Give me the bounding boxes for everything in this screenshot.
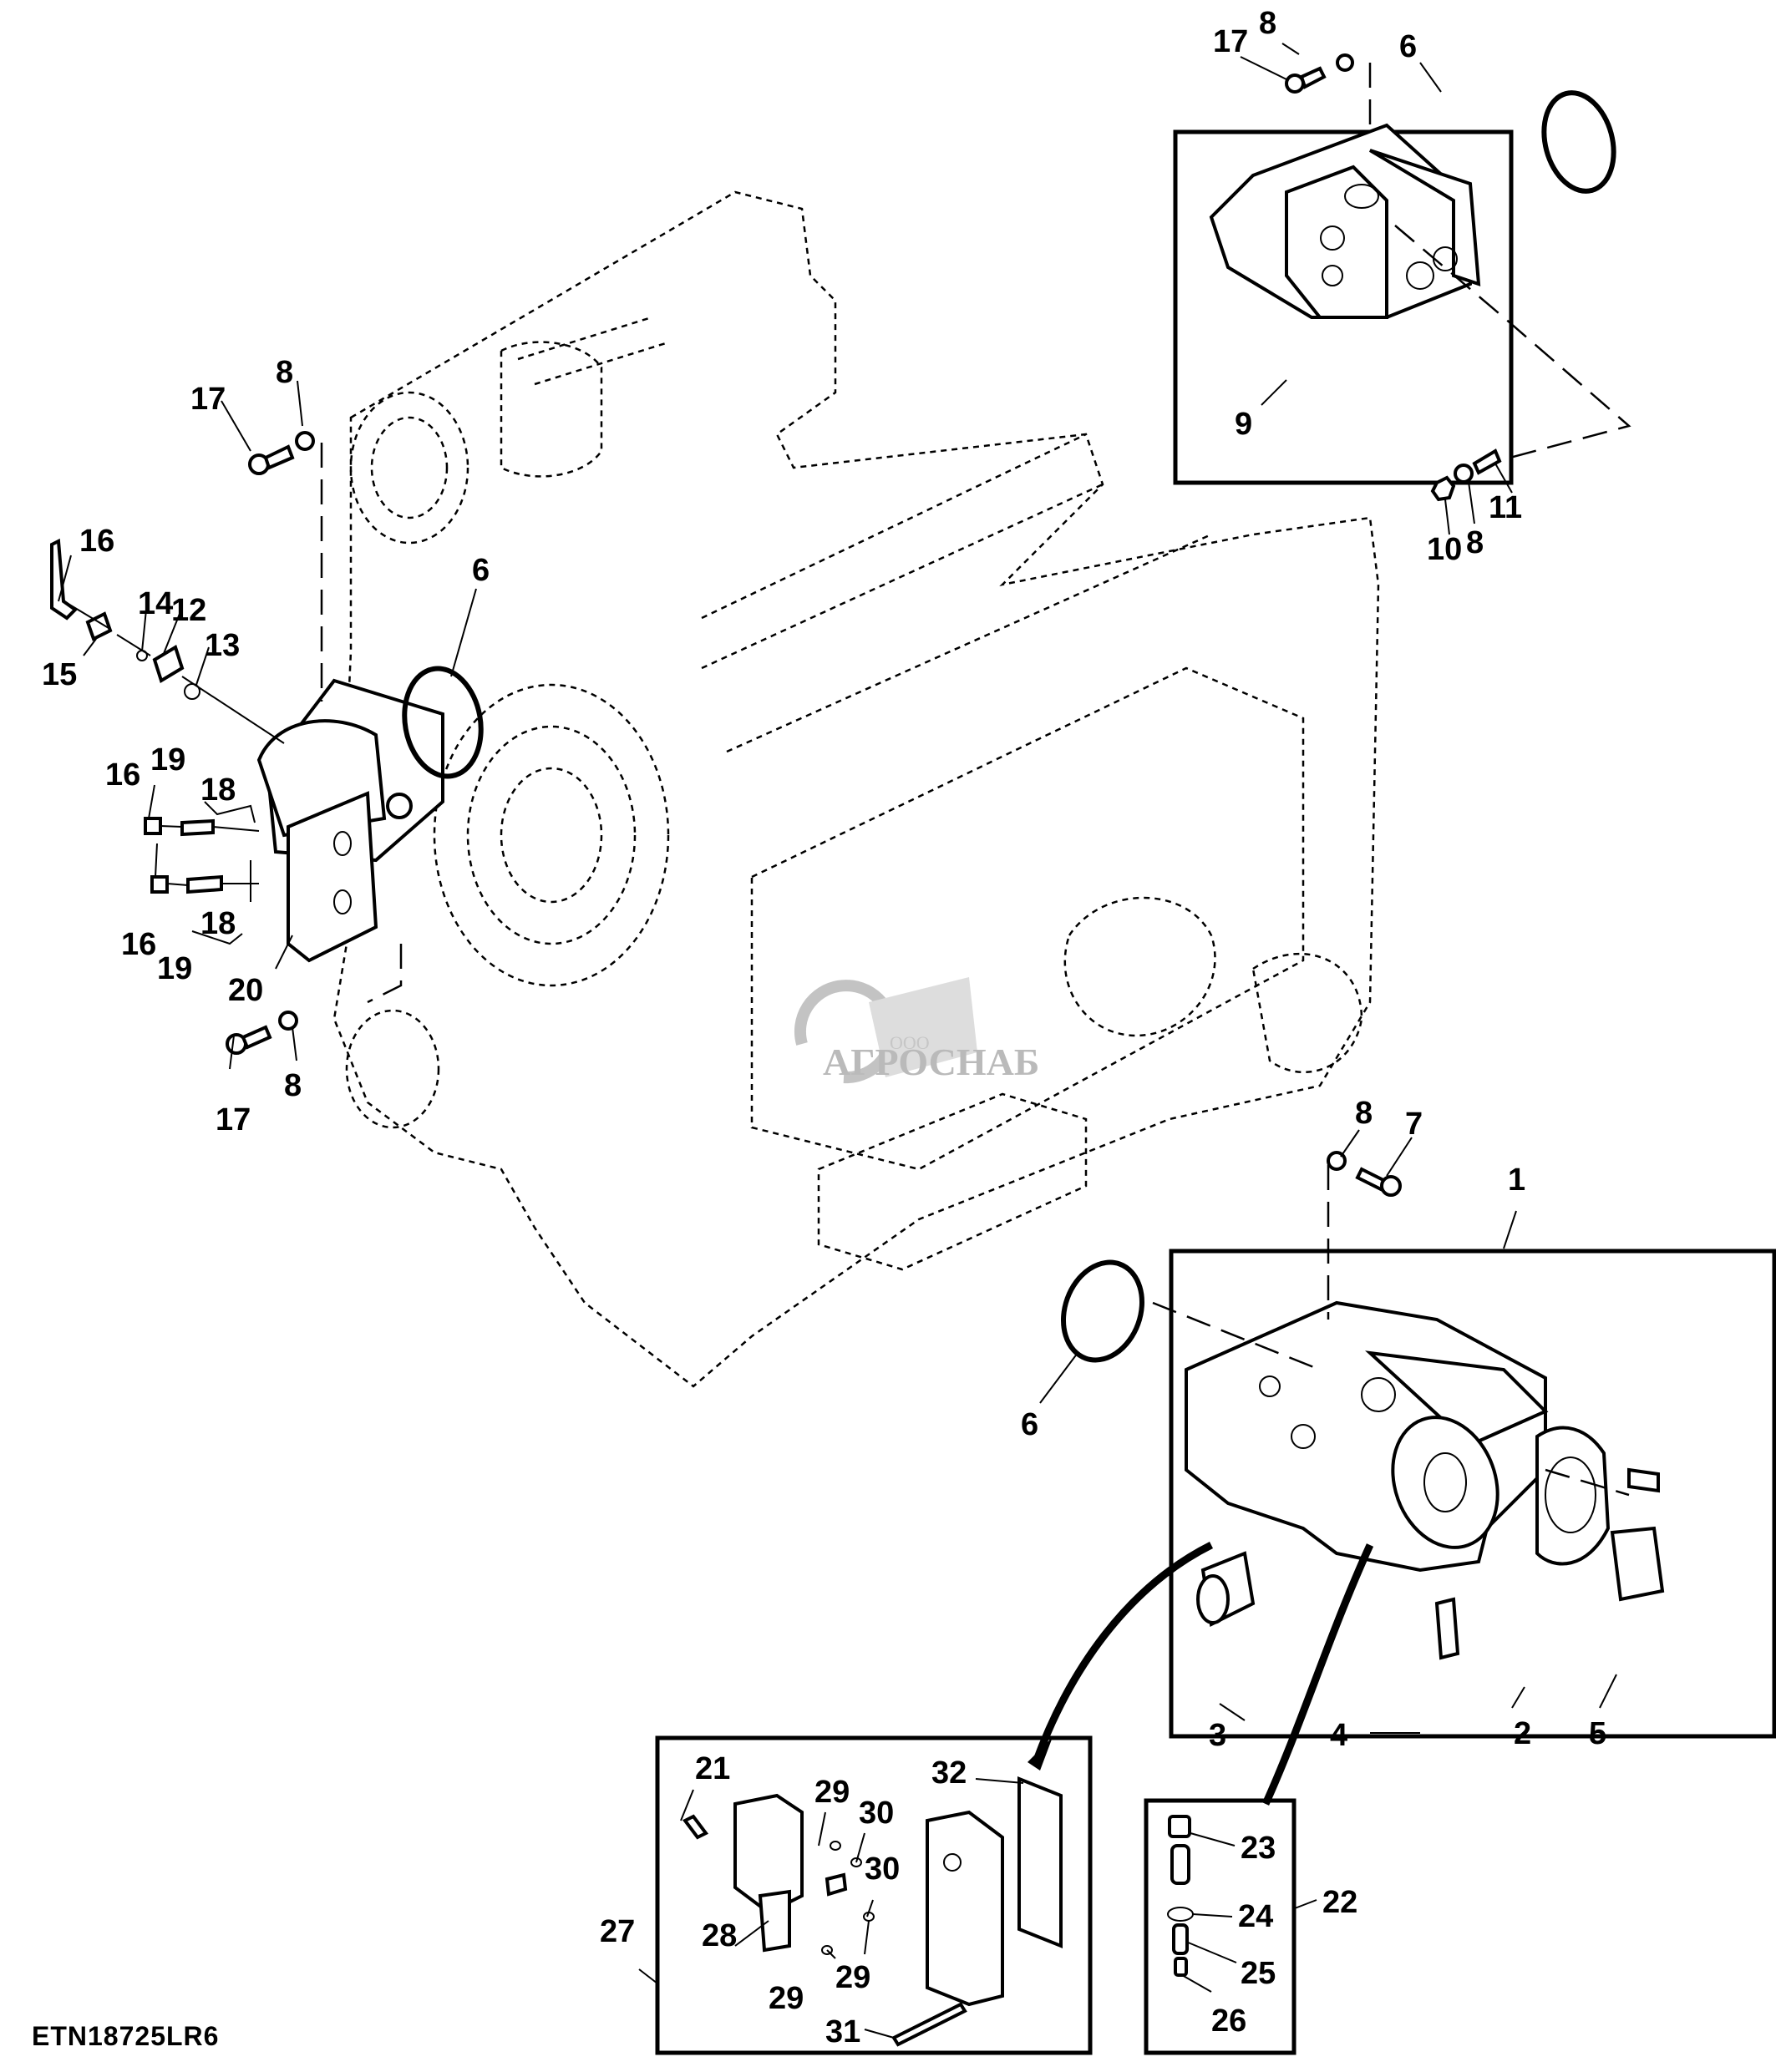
callout-left-16b: 16 bbox=[105, 757, 140, 793]
washer-8-top bbox=[1336, 53, 1354, 72]
coupler-5 bbox=[1610, 1526, 1665, 1602]
callout-ctl-29b: 29 bbox=[835, 1960, 870, 1995]
callout-top-6: 6 bbox=[1399, 29, 1417, 64]
callout-left-14: 14 bbox=[138, 586, 173, 621]
callout-left-6: 6 bbox=[472, 553, 490, 588]
callout-left-18: 18 bbox=[200, 773, 236, 808]
callout-rv-23: 23 bbox=[1241, 1831, 1276, 1866]
callout-mid-7: 7 bbox=[1405, 1107, 1423, 1142]
callout-ctl-28: 28 bbox=[702, 1918, 737, 1953]
hydrostatic-pump bbox=[1185, 1300, 1549, 1573]
hydrostatic-motor-9 bbox=[1173, 123, 1514, 485]
watermark-logo: ООО АГРОСНАБ bbox=[794, 977, 1039, 1084]
callout-rv-24: 24 bbox=[1238, 1899, 1273, 1934]
fitting-16-lower bbox=[150, 875, 169, 894]
washer-8-lower-left bbox=[278, 1011, 298, 1031]
relief-valve-parts bbox=[1167, 1815, 1194, 1977]
cap-screw-17-top bbox=[1285, 66, 1327, 94]
fitting-15 bbox=[85, 611, 113, 641]
cap-screw-7 bbox=[1355, 1167, 1402, 1197]
fitting-19-upper bbox=[180, 818, 215, 837]
watermark-prefix: ООО bbox=[890, 1032, 930, 1053]
callout-mid-6: 6 bbox=[1021, 1407, 1038, 1442]
callout-rv-25: 25 bbox=[1241, 1956, 1276, 1991]
transmission-housing-phantom bbox=[332, 190, 1380, 1388]
o-ring-6-left bbox=[402, 666, 484, 779]
callout-pump-4: 4 bbox=[1330, 1718, 1347, 1753]
detail-arrow-control-valve bbox=[1032, 1541, 1214, 1764]
callout-ctl-32: 32 bbox=[931, 1755, 967, 1791]
fitting-12 bbox=[152, 644, 185, 684]
callout-mid-1: 1 bbox=[1508, 1163, 1525, 1198]
callout-ctl-30b: 30 bbox=[865, 1852, 900, 1887]
callout-left-16: 16 bbox=[79, 524, 114, 559]
callout-left-8b: 8 bbox=[284, 1068, 302, 1103]
relief-valve-frame bbox=[1144, 1798, 1296, 2055]
callout-ctl-30a: 30 bbox=[859, 1796, 894, 1831]
callout-top-8b: 8 bbox=[1466, 525, 1484, 560]
detail-arrow-relief-valve bbox=[1261, 1543, 1374, 1806]
pin-5-upper bbox=[1627, 1467, 1660, 1493]
watermark-name: АГРОСНАБ bbox=[823, 1041, 1039, 1083]
o-ring-6-mid bbox=[1060, 1259, 1145, 1363]
callout-left-17b: 17 bbox=[216, 1102, 251, 1137]
callout-rv-22: 22 bbox=[1322, 1885, 1357, 1920]
callout-pump-3: 3 bbox=[1209, 1718, 1226, 1753]
sensor-4 bbox=[1434, 1597, 1460, 1660]
control-valve-block bbox=[682, 1776, 1063, 2047]
callout-left-12: 12 bbox=[171, 593, 206, 628]
callout-ctl-31: 31 bbox=[825, 2014, 860, 2049]
pump-assembly-frame bbox=[1169, 1249, 1776, 1739]
callout-left-19: 19 bbox=[150, 742, 185, 778]
stud-11 bbox=[1472, 448, 1502, 475]
callout-left-17: 17 bbox=[190, 382, 226, 417]
leader-lines bbox=[58, 43, 1617, 2039]
callout-ctl-29a: 29 bbox=[814, 1775, 850, 1810]
cap-screw-17-upper bbox=[248, 444, 295, 475]
hex-nut-10 bbox=[1430, 475, 1456, 502]
fitting-16-top bbox=[50, 538, 79, 621]
hydrostatic-motor-20 bbox=[256, 678, 444, 963]
motor-9-frame bbox=[1173, 129, 1514, 485]
callout-left-16c: 16 bbox=[121, 927, 156, 962]
flange-2 bbox=[1535, 1426, 1611, 1566]
callout-ctl-27: 27 bbox=[600, 1914, 635, 1949]
callout-left-13: 13 bbox=[205, 628, 240, 663]
callout-pump-2: 2 bbox=[1514, 1716, 1531, 1751]
callout-top-9: 9 bbox=[1235, 407, 1252, 442]
callout-left-20: 20 bbox=[228, 973, 263, 1008]
callout-left-19b: 19 bbox=[157, 951, 192, 986]
control-valve-frame bbox=[655, 1735, 1093, 2055]
callout-top-17: 17 bbox=[1213, 24, 1248, 59]
callout-labels: 17 8 6 9 10 8 11 17 8 16 14 12 13 15 6 1… bbox=[42, 6, 1606, 2049]
callout-ctl-29c: 29 bbox=[769, 1981, 804, 2016]
callout-top-11: 11 bbox=[1489, 490, 1522, 525]
callout-pump-5: 5 bbox=[1589, 1716, 1606, 1751]
o-ring-6-top bbox=[1541, 90, 1616, 194]
callout-ctl-21: 21 bbox=[695, 1751, 730, 1786]
callout-left-8: 8 bbox=[276, 355, 293, 390]
callout-top-8: 8 bbox=[1259, 6, 1276, 41]
figure-id: ETN18725LR6 bbox=[32, 2021, 220, 2051]
fitting-19-lower bbox=[186, 874, 223, 894]
fitting-16-upper bbox=[144, 817, 162, 835]
washer-8-right bbox=[1454, 464, 1474, 484]
callout-rv-26: 26 bbox=[1211, 2004, 1246, 2039]
callout-left-15: 15 bbox=[42, 657, 77, 692]
callout-top-10: 10 bbox=[1427, 532, 1462, 567]
callout-mid-8: 8 bbox=[1355, 1096, 1373, 1131]
washer-8-upper-left bbox=[295, 431, 315, 451]
callout-left-18b: 18 bbox=[200, 906, 236, 941]
